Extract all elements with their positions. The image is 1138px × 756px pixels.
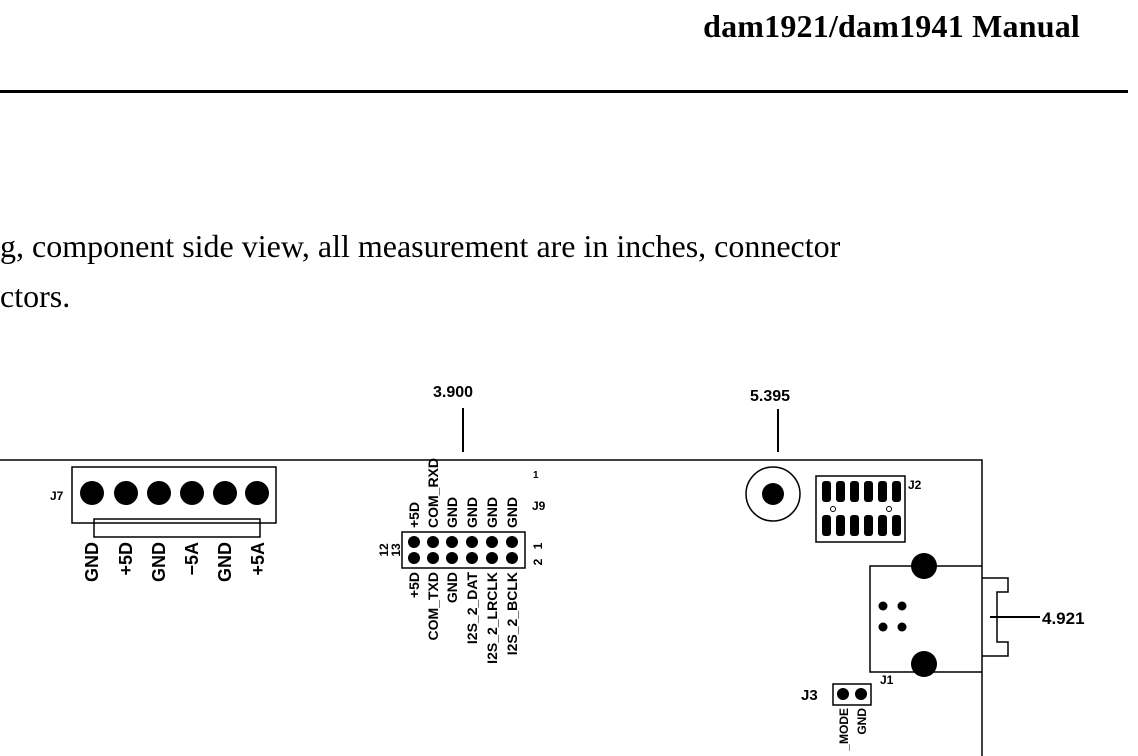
connector-j9-pin bbox=[427, 536, 439, 548]
connector-j9-bottom-label: I2S_2_BCLK bbox=[504, 572, 520, 655]
connector-j9-pin-number: 1 bbox=[531, 542, 545, 549]
connector-j7-key bbox=[93, 518, 261, 538]
connector-j9-bottom-label: COM_TXD bbox=[425, 572, 441, 640]
connector-j3-ref: J3 bbox=[801, 687, 818, 704]
connector-j9-pin bbox=[408, 536, 420, 548]
connector-j9-top-label: GND bbox=[444, 497, 460, 528]
connector-j9-bottom-label: I2S_2_LRCLK bbox=[484, 572, 500, 664]
connector-j9-pin bbox=[506, 552, 518, 564]
connector-j9-ref: J9 bbox=[532, 499, 546, 513]
connector-j9-pin-1: 1 bbox=[533, 470, 539, 481]
connector-j9-top-label: GND bbox=[504, 497, 520, 528]
connector-j7-pin bbox=[80, 481, 104, 505]
connector-j9-top-label: +5D bbox=[406, 502, 422, 528]
connector-j7-pin-label: +5D bbox=[116, 542, 136, 576]
connector-j7-pin-label: +5A bbox=[248, 542, 268, 576]
connector-j9-pin bbox=[427, 552, 439, 564]
connector-j2-ref: J2 bbox=[908, 478, 922, 492]
connector-j9-pin bbox=[466, 536, 478, 548]
connector-j3-label: GND bbox=[855, 708, 869, 735]
connector-j9-pin-number: 12 bbox=[377, 543, 391, 557]
dimension-label-4921: 4.921 bbox=[1042, 609, 1085, 628]
body-text-line-1: g, component side view, all measurement … bbox=[0, 228, 841, 264]
connector-j7-pin-label: GND bbox=[149, 542, 169, 582]
board-outline bbox=[0, 459, 983, 756]
connector-j9-pin bbox=[506, 536, 518, 548]
connector-j9-pin bbox=[446, 536, 458, 548]
connector-j7-pin-label: −5A bbox=[182, 542, 202, 576]
connector-j7-pin-label: GND bbox=[82, 542, 102, 582]
connector-j7-pin bbox=[147, 481, 171, 505]
connector-j9-pin bbox=[446, 552, 458, 564]
dimension-label-5395: 5.395 bbox=[750, 388, 790, 405]
connector-j7-pin-label: GND bbox=[215, 542, 235, 582]
connector-j7-pin bbox=[213, 481, 237, 505]
connector-j3: J3 _MODE GND bbox=[801, 683, 872, 752]
connector-j9: J9 1 12 13 1 2 +5D COM_RXD GND GND GND G… bbox=[377, 458, 546, 664]
connector-j9-bottom-label: +5D bbox=[406, 572, 422, 598]
connector-j3-body bbox=[832, 683, 872, 706]
connector-j9-top-label: GND bbox=[484, 497, 500, 528]
connector-j1-ref: J1 bbox=[880, 673, 894, 687]
dimension-label-3900: 3.900 bbox=[433, 384, 473, 401]
connector-j9-top-label: GND bbox=[464, 497, 480, 528]
connector-j7: J7 GND +5D GND −5A GND +5A bbox=[50, 466, 277, 582]
connector-j7-pin bbox=[180, 481, 204, 505]
connector-j9-pin bbox=[408, 552, 420, 564]
connector-j9-bottom-label: GND bbox=[444, 572, 460, 603]
connector-j9-pin bbox=[466, 552, 478, 564]
connector-j3-label: _MODE bbox=[837, 708, 851, 752]
connector-j2-body bbox=[815, 475, 906, 543]
connector-j9-bottom-label: I2S_2_DAT bbox=[464, 572, 480, 645]
mounting-hole bbox=[745, 466, 801, 522]
connector-j1: J1 bbox=[869, 553, 1009, 687]
connector-j9-body bbox=[401, 531, 526, 569]
connector-j9-top-label: COM_RXD bbox=[425, 458, 441, 528]
connector-j2: J2 bbox=[815, 475, 922, 543]
connector-j9-pin bbox=[486, 552, 498, 564]
connector-j7-body bbox=[71, 466, 277, 524]
connector-j9-pin-number: 2 bbox=[531, 558, 545, 565]
connector-j7-pin bbox=[245, 481, 269, 505]
header-rule bbox=[0, 90, 1128, 93]
connector-j9-pin bbox=[486, 536, 498, 548]
body-text-line-2: ctors. bbox=[0, 278, 71, 314]
connector-j7-ref: J7 bbox=[50, 489, 64, 503]
connector-j9-pin-number: 13 bbox=[389, 543, 403, 557]
document-header-title: dam1921/dam1941 Manual bbox=[703, 8, 1080, 44]
connector-j7-pin bbox=[114, 481, 138, 505]
